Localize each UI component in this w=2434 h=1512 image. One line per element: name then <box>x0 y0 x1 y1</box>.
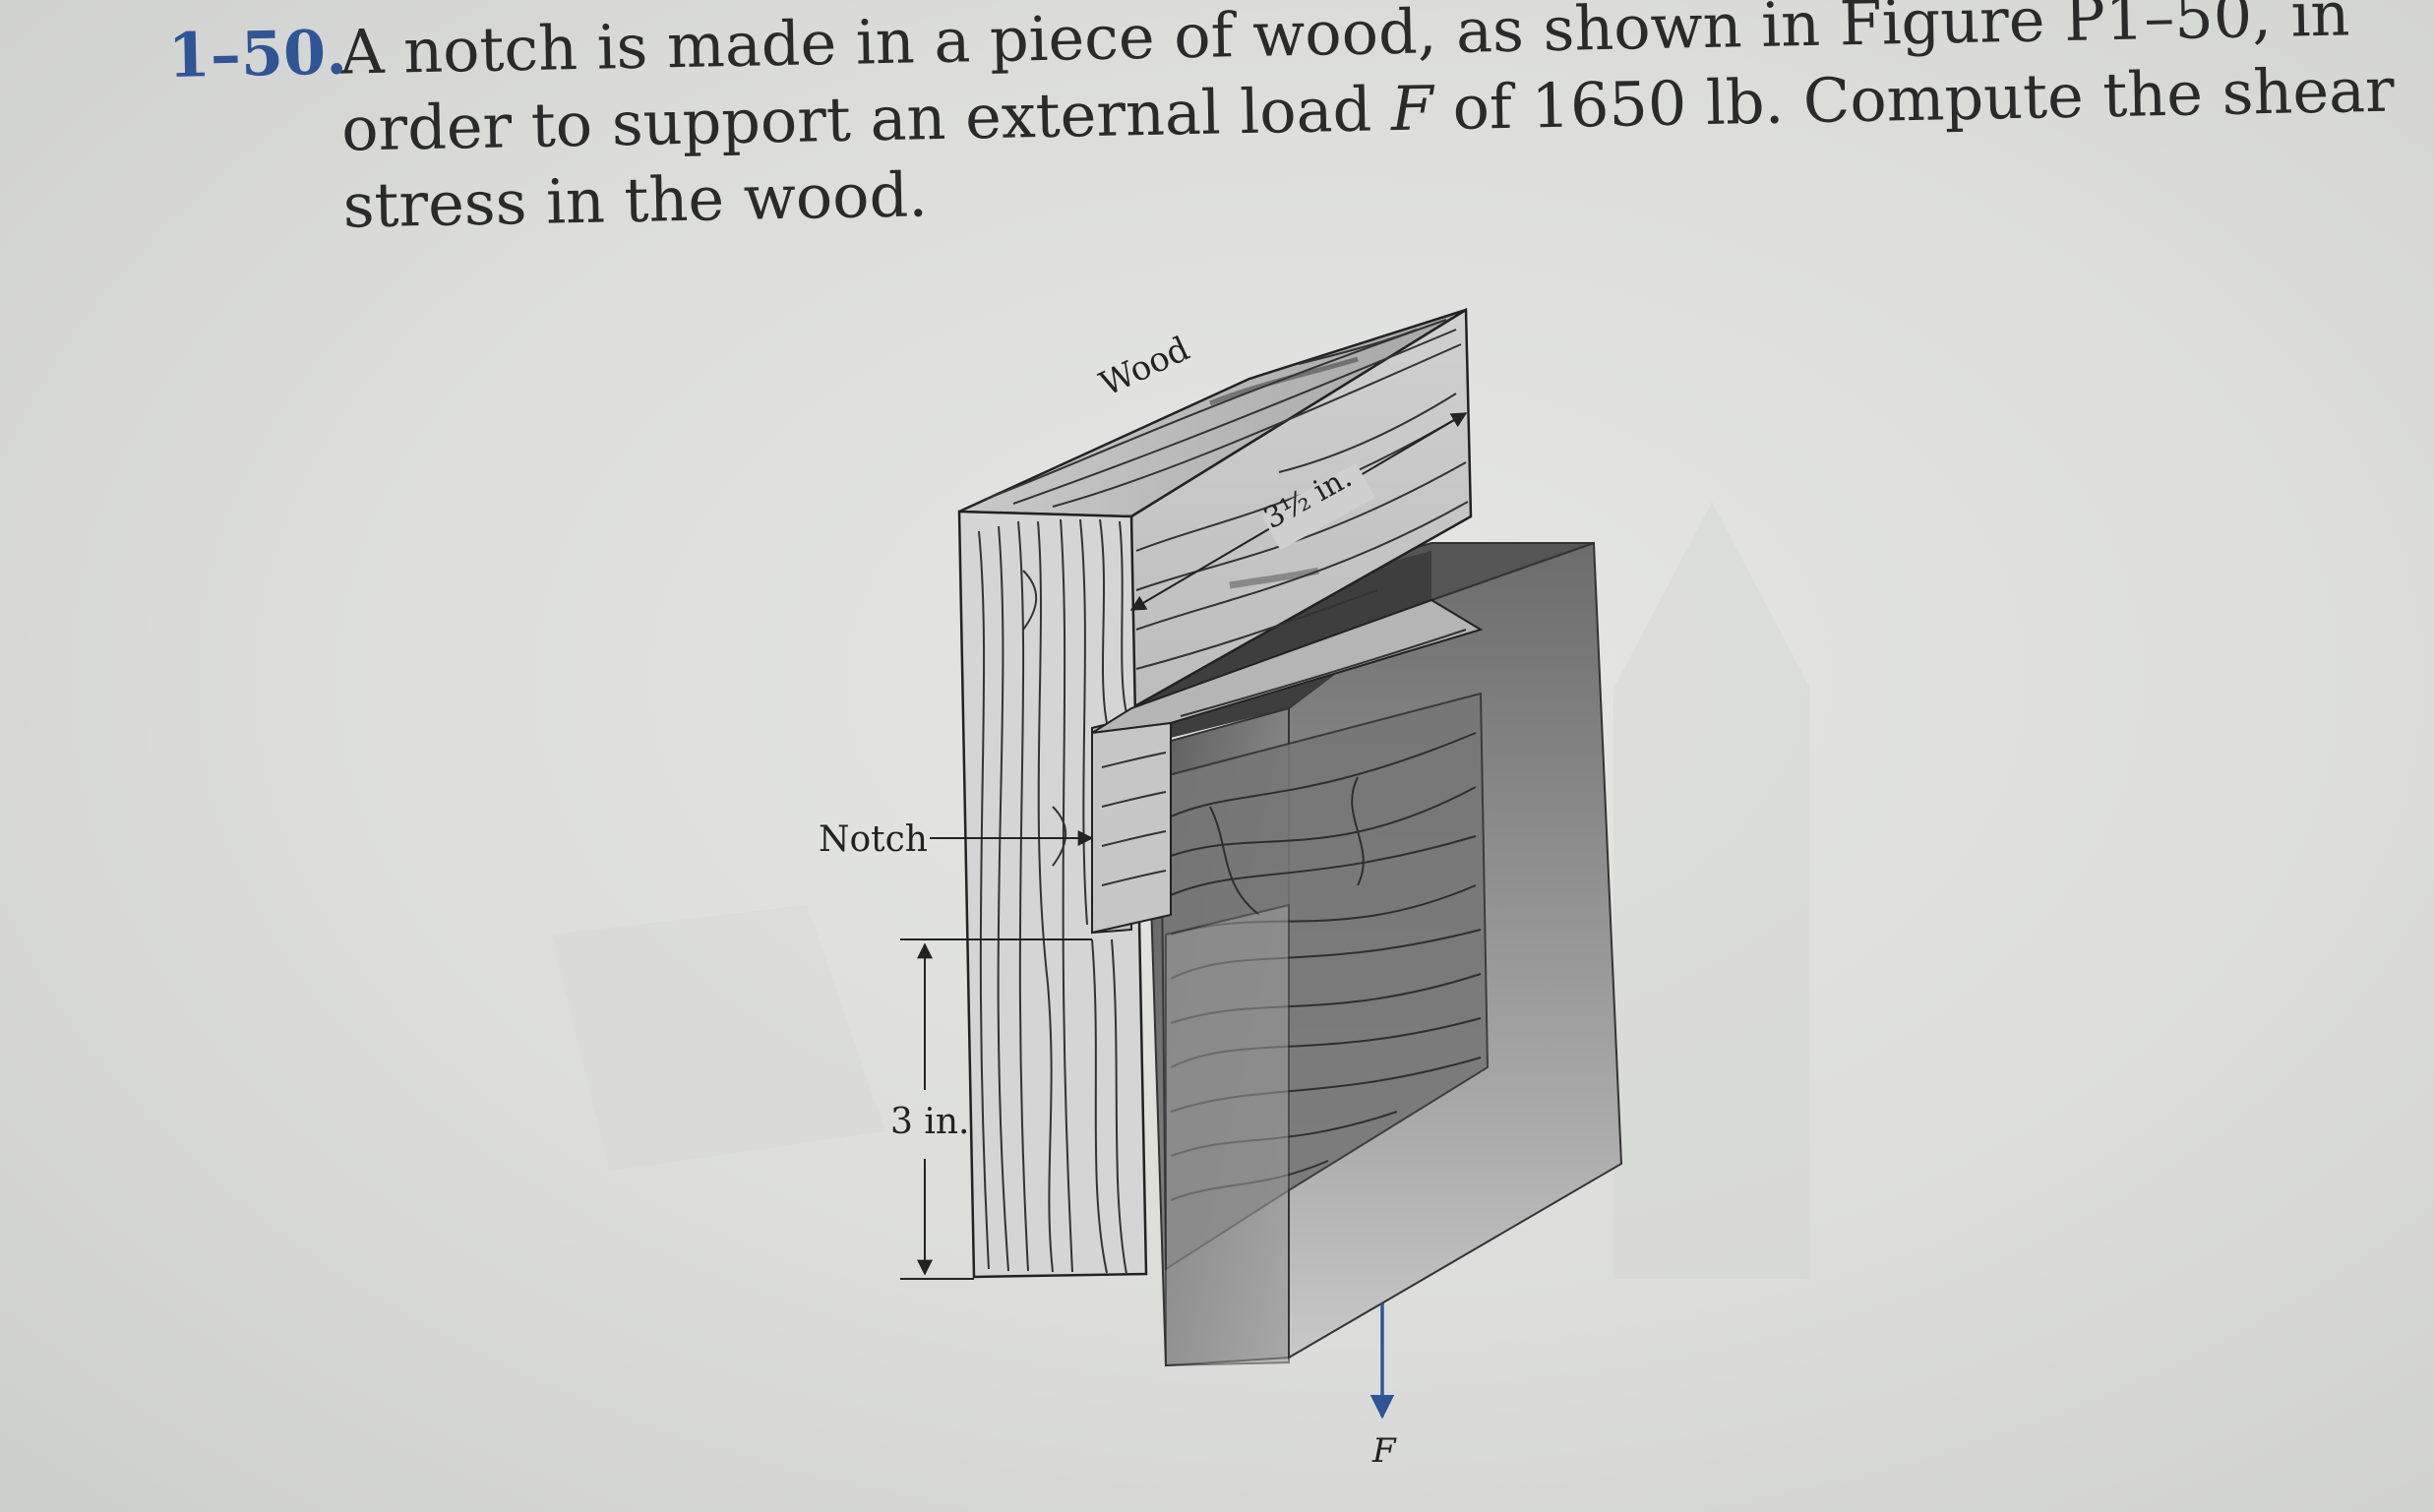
background-ghost-shapes <box>551 502 1810 1279</box>
hanging-block <box>1131 541 1623 1367</box>
label-force: F <box>1371 1431 1397 1471</box>
notch-grain <box>1101 629 1467 886</box>
width-label-bg <box>1261 462 1375 551</box>
label-height: 3 in. <box>890 1102 970 1142</box>
end-face-grain <box>978 518 1127 1275</box>
label-wood: Wood <box>1094 330 1195 405</box>
label-notch: Notch <box>819 819 928 860</box>
